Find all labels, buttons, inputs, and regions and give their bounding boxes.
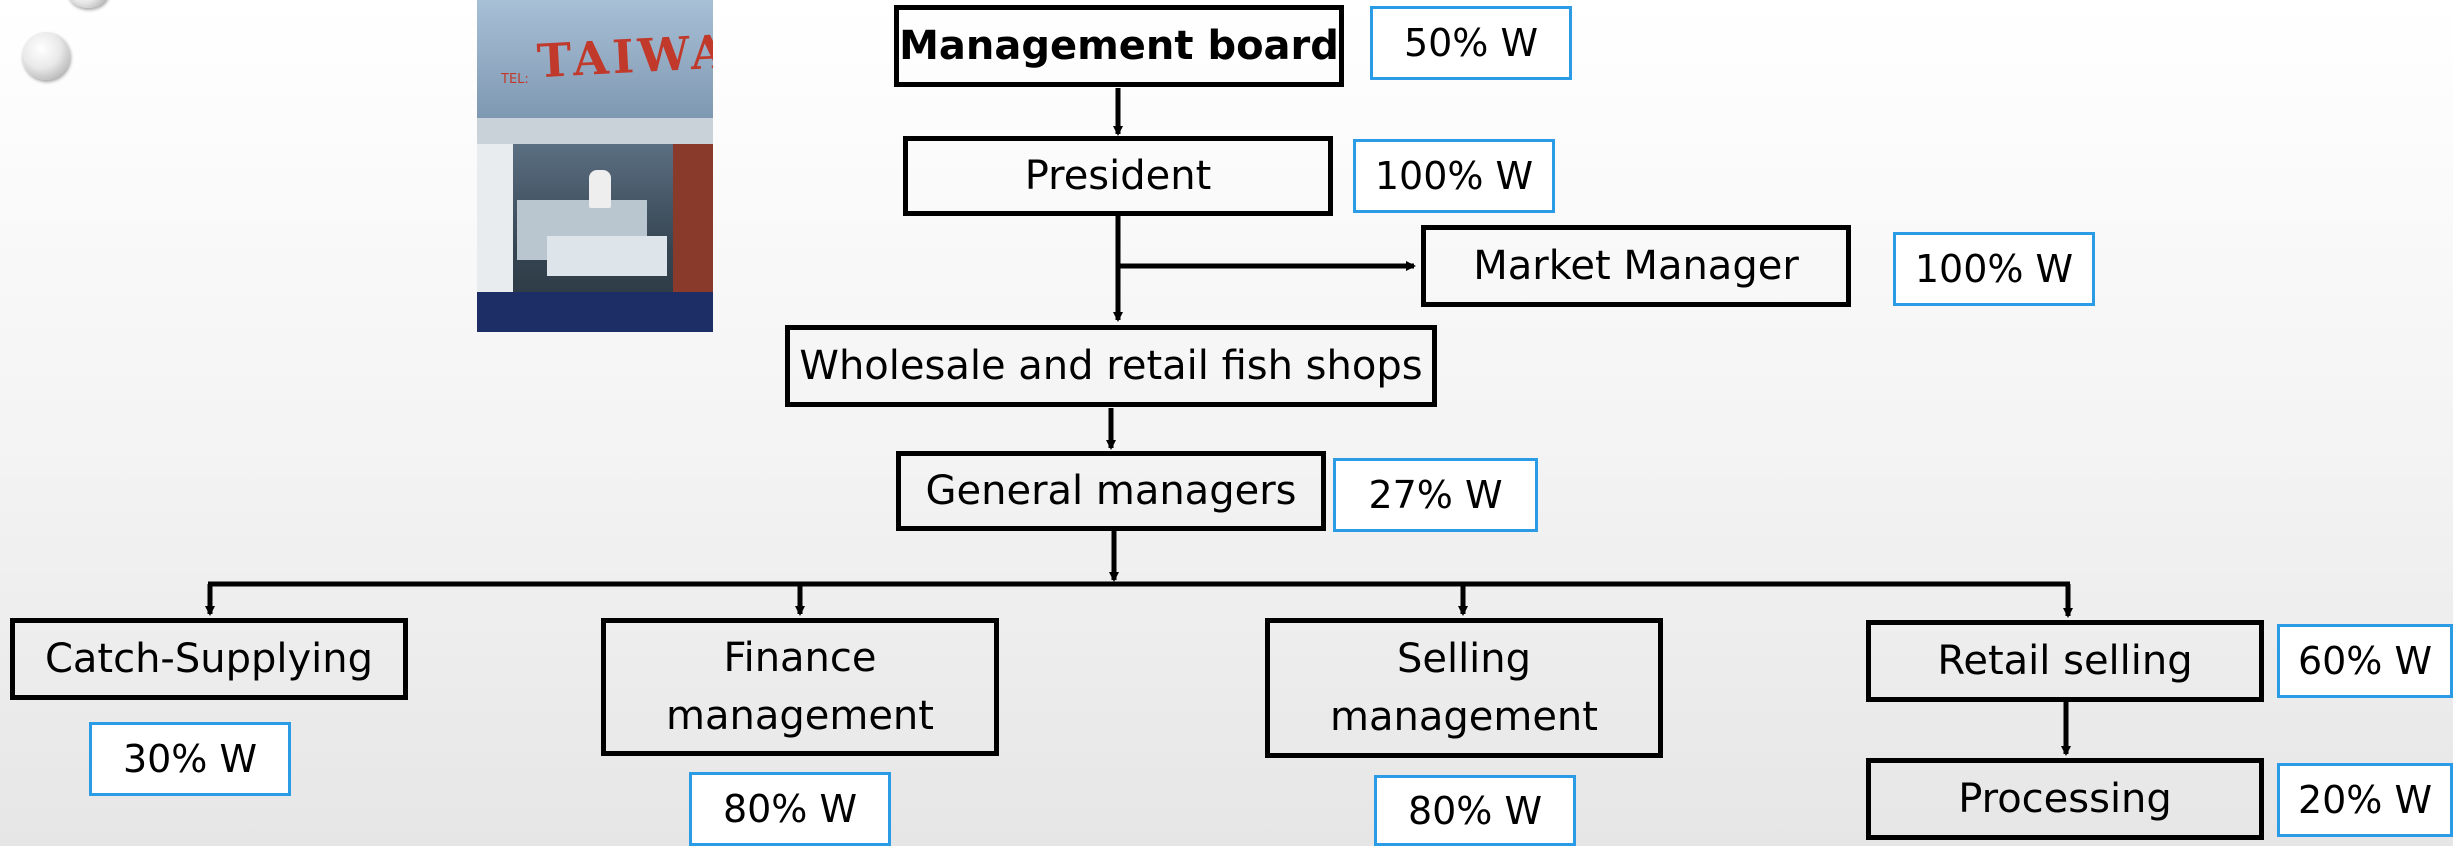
tag-management-board-value: 50% W — [1403, 21, 1539, 65]
decorative-circle-icon — [22, 32, 70, 80]
tag-retail-selling: 60% W — [2277, 624, 2453, 698]
shopkeeper-figure — [589, 170, 611, 208]
selling-label-line2: management — [1330, 694, 1598, 740]
tag-finance: 80% W — [689, 772, 891, 846]
processing-label: Processing — [1958, 776, 2172, 822]
management-board-label: Management board — [899, 23, 1339, 69]
tag-processing: 20% W — [2277, 763, 2453, 837]
finance-management-box: Finance management — [601, 618, 999, 756]
tag-retail-selling-value: 60% W — [2297, 639, 2433, 683]
market-manager-box: Market Manager — [1421, 225, 1851, 307]
tag-processing-value: 20% W — [2297, 778, 2433, 822]
tag-general-managers-value: 27% W — [1368, 473, 1503, 517]
tag-president-value: 100% W — [1374, 154, 1534, 198]
president-box: President — [903, 136, 1333, 216]
wholesale-shops-label: Wholesale and retail fish shops — [799, 343, 1423, 389]
retail-selling-label: Retail selling — [1937, 638, 2193, 684]
catch-supplying-label: Catch-Supplying — [44, 636, 374, 682]
processing-box: Processing — [1866, 758, 2264, 840]
tag-catch-supplying: 30% W — [89, 722, 291, 796]
selling-management-box: Selling management — [1265, 618, 1663, 758]
tag-finance-value: 80% W — [722, 787, 858, 831]
wholesale-shops-box: Wholesale and retail fish shops — [785, 325, 1437, 407]
general-managers-box: General managers — [896, 451, 1326, 531]
tag-market-manager: 100% W — [1893, 232, 2095, 306]
decorative-circle-icon — [68, 0, 108, 8]
management-board-box: Management board — [894, 5, 1344, 87]
general-managers-label: General managers — [925, 468, 1297, 514]
tag-selling: 80% W — [1374, 775, 1576, 846]
market-manager-label: Market Manager — [1473, 243, 1799, 289]
tag-catch-supplying-value: 30% W — [122, 737, 258, 781]
shop-sign — [477, 0, 713, 118]
shop-display-case — [547, 236, 667, 276]
retail-selling-box: Retail selling — [1866, 620, 2264, 702]
tag-selling-value: 80% W — [1407, 788, 1543, 833]
fish-shop-photo: TAIWAN TEL: — [477, 0, 713, 332]
finance-label-line1: Finance — [723, 635, 877, 681]
shop-floor — [477, 292, 713, 332]
tag-president: 100% W — [1353, 139, 1555, 213]
tag-general-managers: 27% W — [1333, 458, 1538, 532]
president-label: President — [1024, 153, 1212, 199]
catch-supplying-box: Catch-Supplying — [10, 618, 408, 700]
tag-market-manager-value: 100% W — [1914, 247, 2074, 291]
shop-sign-phone: TEL: — [501, 72, 529, 87]
tag-management-board: 50% W — [1370, 6, 1572, 80]
selling-label-line1: Selling — [1396, 636, 1532, 682]
finance-label-line2: management — [666, 693, 934, 739]
shop-awning — [477, 118, 713, 144]
